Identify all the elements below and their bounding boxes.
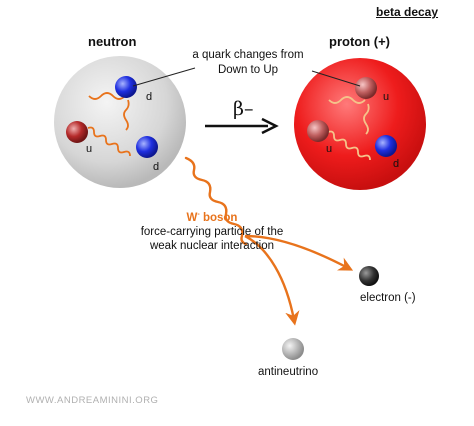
gluon-wave-neutron-3 bbox=[123, 99, 130, 131]
w-boson-wave bbox=[184, 156, 248, 246]
note-pointer-neutron bbox=[132, 67, 196, 87]
electron-label: electron (-) bbox=[360, 292, 416, 304]
proton-label: proton (+) bbox=[329, 34, 391, 49]
quark-label-proton-bottom: d bbox=[393, 158, 400, 170]
diagram-title: beta decay bbox=[376, 5, 439, 19]
w-boson-name: W bbox=[186, 211, 198, 224]
w-boson-label: W- boson force-carrying particle of the … bbox=[134, 208, 290, 253]
electron-path bbox=[244, 234, 354, 271]
antineutrino-path bbox=[244, 234, 300, 326]
quark-change-note: a quark changes from Down to Up bbox=[192, 49, 304, 76]
w-boson-charge: - bbox=[197, 211, 200, 218]
gluon-wave-proton-3 bbox=[363, 103, 370, 135]
gluon-wave-neutron-1 bbox=[88, 92, 126, 100]
site-watermark: WWW.ANDREAMININI.ORG bbox=[26, 395, 159, 406]
proton-up-quark-left bbox=[307, 120, 329, 142]
gluon-wave-proton-1 bbox=[328, 96, 366, 104]
neutron-up-quark bbox=[66, 121, 88, 143]
neutron-down-quark-top bbox=[115, 76, 137, 98]
antineutrino-particle bbox=[282, 338, 304, 360]
quark-label-proton-left: u bbox=[326, 143, 333, 155]
quark-label-neutron-left: u bbox=[86, 143, 93, 155]
beta-minus-label: β– bbox=[233, 98, 254, 120]
quark-label-proton-top: u bbox=[383, 91, 390, 103]
electron-particle bbox=[359, 266, 379, 286]
neutron-down-quark-bottom bbox=[136, 136, 158, 158]
proton-up-quark-top bbox=[355, 77, 377, 99]
gluon-wave-neutron-2 bbox=[87, 126, 131, 157]
proton-down-quark bbox=[375, 135, 397, 157]
w-boson-suffix: boson bbox=[199, 211, 238, 224]
decay-arrow-head bbox=[261, 117, 279, 135]
proton-sphere bbox=[294, 58, 426, 190]
w-boson-description: force-carrying particle of the weak nucl… bbox=[140, 225, 284, 252]
quark-label-neutron-top: d bbox=[146, 91, 153, 103]
note-pointer-proton bbox=[311, 70, 361, 87]
gluon-wave-proton-2 bbox=[327, 130, 371, 161]
antineutrino-label: antineutrino bbox=[258, 366, 319, 378]
quark-label-neutron-bottom: d bbox=[153, 161, 160, 173]
neutron-label: neutron bbox=[88, 34, 137, 49]
